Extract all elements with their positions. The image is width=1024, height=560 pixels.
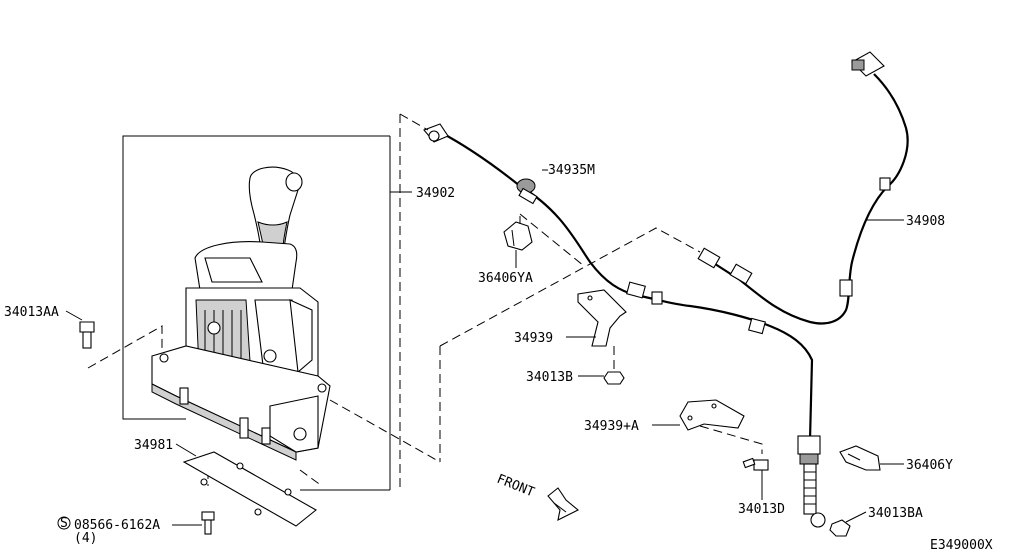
leader-34013BA xyxy=(845,511,867,523)
label-34902: 34902 xyxy=(416,186,455,201)
bolt-34013D[interactable] xyxy=(742,457,769,471)
dash-cable-top xyxy=(399,113,429,131)
selector-cable-34935M[interactable] xyxy=(423,123,826,528)
label-34981: 34981 xyxy=(134,438,173,453)
clip-36406YA[interactable] xyxy=(503,216,533,251)
shifter-assembly-box xyxy=(122,135,412,491)
dash-34939A xyxy=(699,425,763,454)
nut-34013B[interactable] xyxy=(603,371,625,385)
bracket-34939[interactable] xyxy=(577,289,627,347)
label-34939: 34939 xyxy=(514,331,553,346)
label-08566: 08566-6162A xyxy=(74,518,160,533)
s-circle xyxy=(57,516,71,530)
screw-08566[interactable] xyxy=(201,511,215,535)
dash-base-bottom xyxy=(299,469,323,487)
dash-base-right xyxy=(329,399,441,463)
front-arrow xyxy=(547,487,579,521)
nut-34013BA[interactable] xyxy=(829,519,851,537)
label-08566-qty: (4) xyxy=(74,531,97,546)
label-34013BA: 34013BA xyxy=(868,506,923,521)
interlock-cable-34908[interactable] xyxy=(697,51,909,325)
label-34908: 34908 xyxy=(906,214,945,229)
dash-34908-link xyxy=(439,227,701,347)
insulator-34981[interactable] xyxy=(182,451,317,527)
shifter-base xyxy=(151,345,331,461)
label-34935M: 34935M xyxy=(548,163,595,178)
label-34013B: 34013B xyxy=(526,370,573,385)
leader-34013AA xyxy=(65,310,83,321)
label-36406YA: 36406YA xyxy=(478,271,533,286)
label-s-symbol: S xyxy=(60,516,68,531)
bracket-34939A[interactable] xyxy=(679,399,745,431)
leader-34981 xyxy=(175,443,197,457)
label-front: FRONT xyxy=(495,472,537,501)
label-34939A: 34939+A xyxy=(584,419,639,434)
dash-34013AA xyxy=(87,325,163,369)
diagram-code: E349000X xyxy=(930,538,993,553)
label-34013D: 34013D xyxy=(738,502,785,517)
bolt-34013AA[interactable] xyxy=(79,321,95,349)
clip-36406Y[interactable] xyxy=(839,445,881,471)
label-34013AA: 34013AA xyxy=(4,305,59,320)
label-36406Y: 36406Y xyxy=(906,458,953,473)
